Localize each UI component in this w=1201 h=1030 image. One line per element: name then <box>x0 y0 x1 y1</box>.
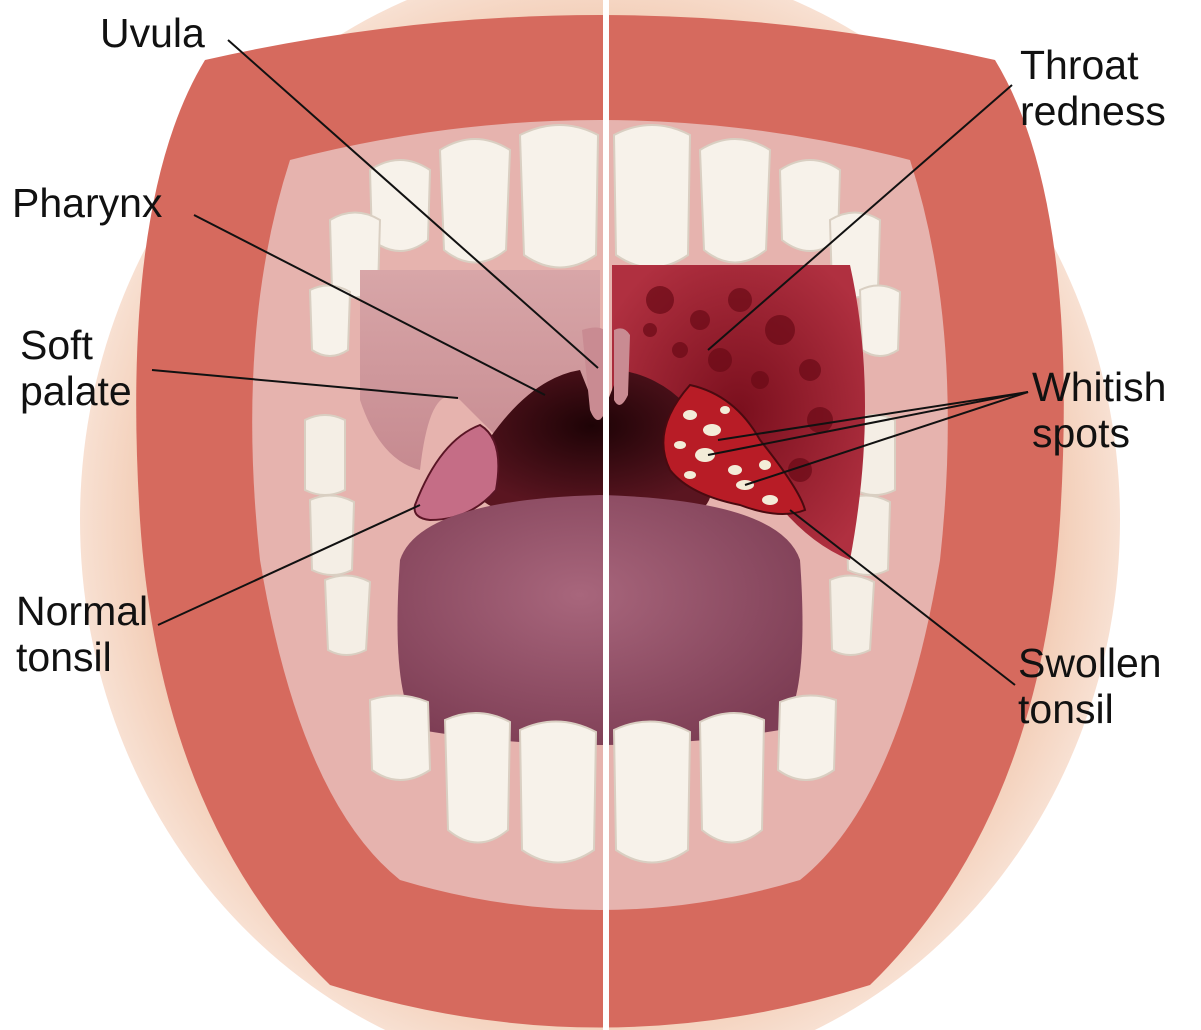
label-throat-redness-line2: redness <box>1020 88 1166 134</box>
label-normal-tonsil: Normal tonsil <box>16 588 148 680</box>
label-whitish-spots-line1: Whitish <box>1032 364 1166 410</box>
label-uvula-text: Uvula <box>100 10 205 56</box>
label-normal-tonsil-line1: Normal <box>16 588 148 634</box>
label-swollen-tonsil-line2: tonsil <box>1018 686 1162 732</box>
label-soft-palate-line1: Soft <box>20 322 132 368</box>
tongue <box>398 495 803 745</box>
label-soft-palate-line2: palate <box>20 368 132 414</box>
label-swollen-tonsil-line1: Swollen <box>1018 640 1162 686</box>
label-throat-redness-line1: Throat <box>1020 42 1166 88</box>
label-pharynx: Pharynx <box>12 180 162 226</box>
label-swollen-tonsil: Swollen tonsil <box>1018 640 1162 732</box>
label-uvula: Uvula <box>100 10 205 56</box>
label-pharynx-text: Pharynx <box>12 180 162 226</box>
label-whitish-spots-line2: spots <box>1032 410 1166 456</box>
uvula-shape-right <box>614 328 630 405</box>
label-throat-redness: Throat redness <box>1020 42 1166 134</box>
label-soft-palate: Soft palate <box>20 322 132 414</box>
label-normal-tonsil-line2: tonsil <box>16 634 148 680</box>
label-whitish-spots: Whitish spots <box>1032 364 1166 456</box>
